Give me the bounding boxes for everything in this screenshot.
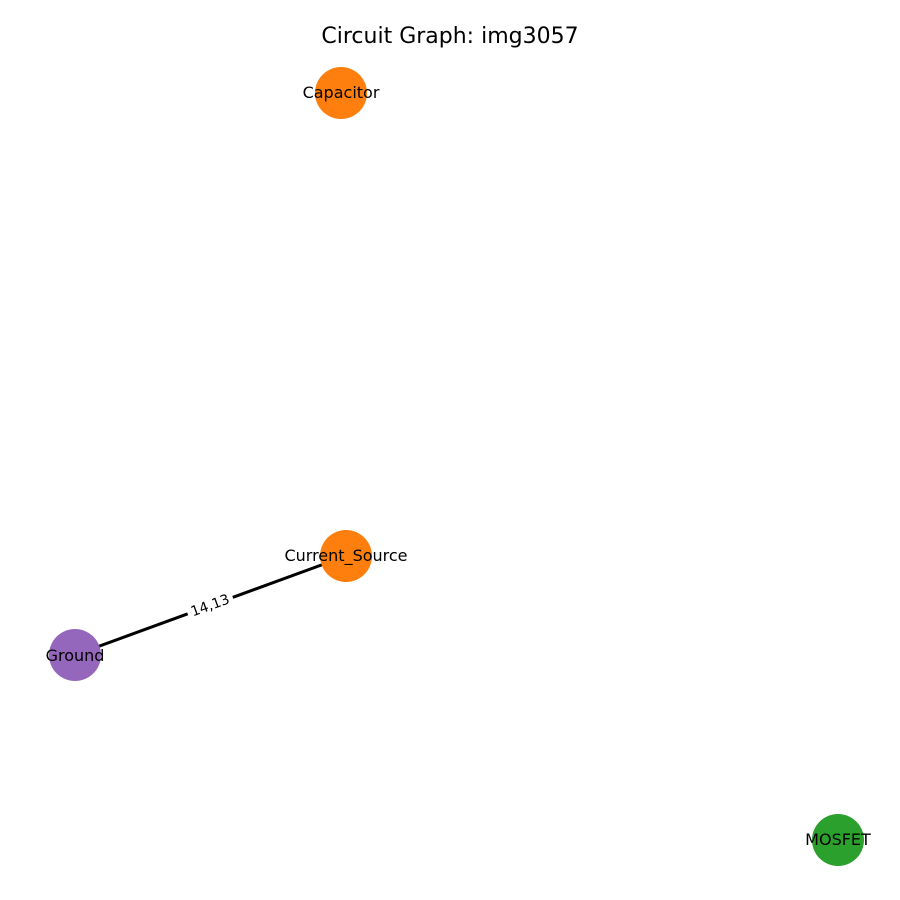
node-ground: Ground <box>46 629 105 681</box>
node-circle-mosfet <box>812 814 864 866</box>
edge-label-background <box>184 587 236 623</box>
node-label-capacitor: Capacitor <box>303 83 380 102</box>
edge-label-group: 14,13 <box>184 587 236 623</box>
node-current-source: Current_Source <box>284 530 408 582</box>
node-label-mosfet: MOSFET <box>805 830 871 849</box>
node-label-current-source: Current_Source <box>284 546 407 566</box>
node-circle-capacitor <box>315 67 367 119</box>
graph-title: Circuit Graph: img3057 <box>321 24 578 49</box>
node-mosfet: MOSFET <box>805 814 871 866</box>
node-label-ground: Ground <box>46 646 105 665</box>
edge-ground-current-source: 14,13 <box>74 554 347 657</box>
node-circle-ground <box>49 629 101 681</box>
node-capacitor: Capacitor <box>303 67 380 119</box>
node-circle-current-source <box>320 530 372 582</box>
